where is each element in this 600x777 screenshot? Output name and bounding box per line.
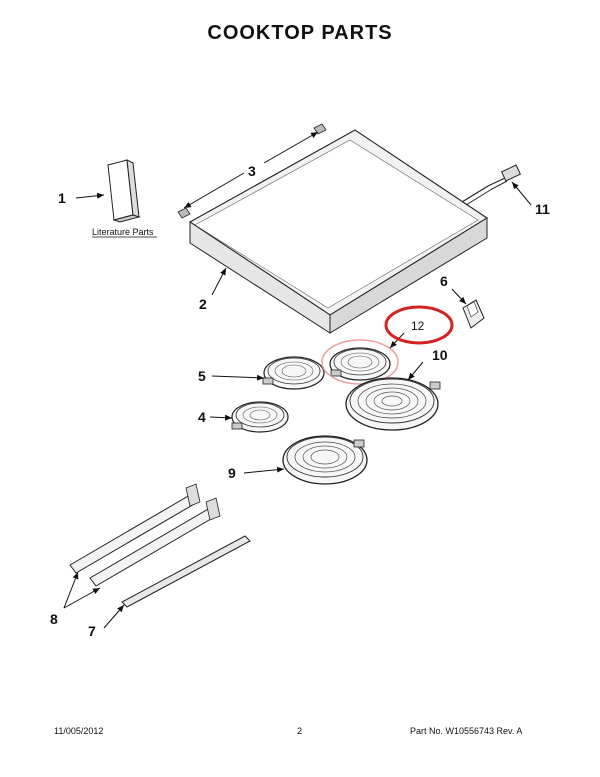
footer-date: 11/005/2012 <box>54 726 104 736</box>
callout-4: 4 <box>198 409 206 425</box>
callout-6: 6 <box>440 273 448 289</box>
limiter-switch <box>462 299 485 329</box>
callout-3: 3 <box>248 163 256 179</box>
callout-2: 2 <box>199 296 207 312</box>
footer-part-number: Part No. W10556743 Rev. A <box>410 726 523 736</box>
callout-11: 11 <box>535 201 550 217</box>
page-title: COOKTOP PARTS <box>207 22 393 44</box>
element-12 <box>329 347 391 381</box>
leader-lines <box>63 131 532 629</box>
cooktop-glass <box>188 129 489 334</box>
callout-5: 5 <box>198 368 206 384</box>
callout-9: 9 <box>228 465 236 481</box>
footer-page-number: 2 <box>297 726 303 736</box>
support-rail-upper <box>69 483 201 574</box>
glass-bracket <box>177 123 327 219</box>
literature-booklet <box>107 159 141 223</box>
terminal-wire <box>461 164 522 206</box>
element-4 <box>231 401 289 433</box>
element-9 <box>282 435 368 485</box>
element-10 <box>345 377 441 431</box>
literature-parts-label: Literature Parts <box>92 227 154 237</box>
callout-8: 8 <box>50 611 58 627</box>
callout-1: 1 <box>58 190 66 206</box>
trim-strip <box>121 535 251 608</box>
callout-7: 7 <box>88 623 96 639</box>
element-5 <box>262 356 325 390</box>
element-12-highlight <box>321 339 399 385</box>
support-rail-lower <box>89 497 221 587</box>
callout-12: 12 <box>411 319 425 333</box>
callout-12-highlight <box>384 305 454 345</box>
callout-10: 10 <box>432 347 448 363</box>
